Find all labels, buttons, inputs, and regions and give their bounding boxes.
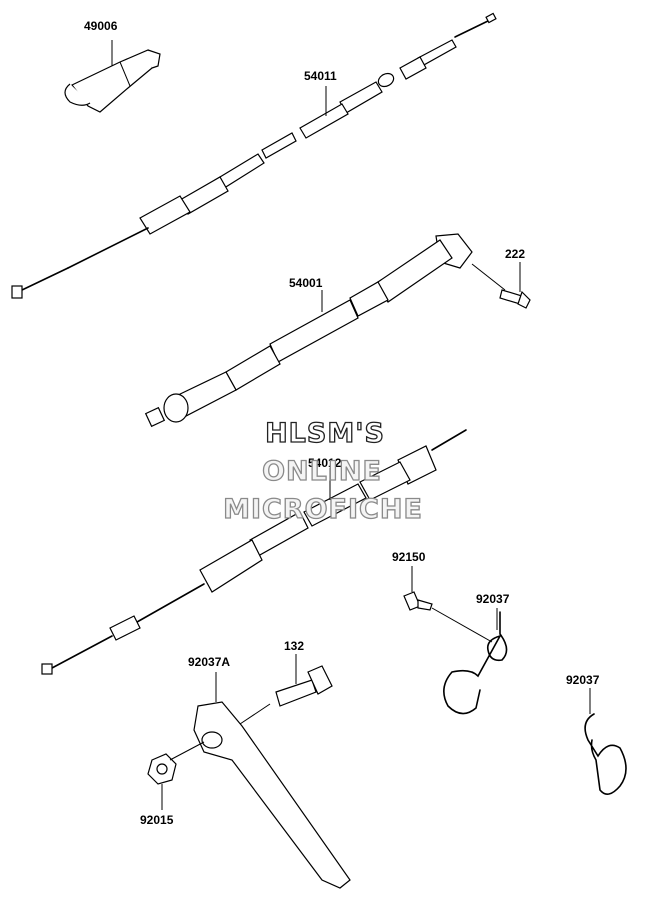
- label-132: 132: [284, 639, 304, 653]
- bracket-92037A[interactable]: [193, 672, 351, 889]
- label-92150: 92150: [392, 550, 426, 564]
- label-92015: 92015: [140, 813, 174, 827]
- label-92037A: 92037A: [188, 655, 230, 669]
- label-92037-lower: 92037: [566, 673, 600, 687]
- label-54011: 54011: [304, 69, 337, 83]
- watermark-line2: ONLINE: [262, 456, 382, 487]
- label-92037-upper: 92037: [476, 592, 510, 606]
- label-54001: 54001: [289, 276, 323, 290]
- watermark-line1: HLSM'S: [265, 418, 385, 449]
- speedometer-cable-54001[interactable]: [144, 233, 473, 428]
- bolt-92150[interactable]: [403, 566, 493, 643]
- clutch-cable-54011[interactable]: [11, 12, 497, 299]
- nut-92015[interactable]: [147, 741, 205, 810]
- clamp-92037-upper[interactable]: [443, 608, 508, 715]
- throttle-cable-54012[interactable]: [41, 429, 467, 675]
- watermark-line3: MICROFICHE: [223, 494, 423, 525]
- clamp-92037-lower[interactable]: [584, 688, 627, 795]
- label-49006: 49006: [84, 19, 118, 33]
- label-222: 222: [505, 247, 525, 261]
- cable-boot-49006[interactable]: [64, 40, 161, 113]
- screw-222[interactable]: [471, 262, 531, 309]
- watermark: HLSM'S ONLINE MICROFICHE: [222, 417, 423, 525]
- label-54012: 54012: [308, 456, 342, 470]
- bolt-132[interactable]: [239, 654, 333, 725]
